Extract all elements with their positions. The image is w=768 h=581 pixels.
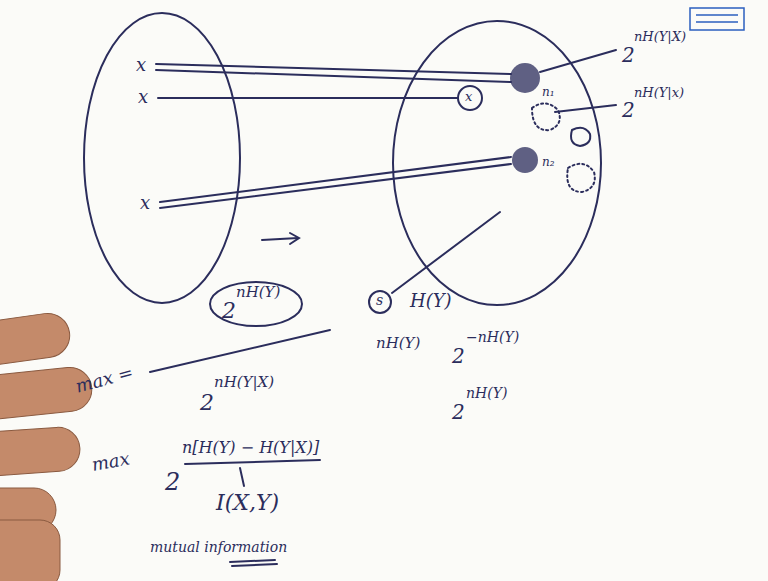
point-mark: x bbox=[140, 194, 150, 212]
exponent: −nH(Y) bbox=[466, 330, 519, 344]
exponent: nH(Y|X) bbox=[214, 375, 274, 390]
entropy-label: H(Y) bbox=[410, 292, 452, 310]
base-two: 2 bbox=[165, 470, 180, 494]
exponent: nH(Y|x) bbox=[634, 86, 684, 99]
formula-term: nH(Y) bbox=[376, 336, 420, 351]
base-two: 2 bbox=[222, 300, 236, 322]
note-text: mutual information bbox=[150, 540, 287, 554]
exponent: nH(Y) bbox=[236, 285, 280, 300]
blob-label: n₂ bbox=[542, 156, 555, 168]
point-mark: x bbox=[136, 56, 146, 74]
formula-word: max bbox=[90, 450, 131, 474]
blob-label: n₁ bbox=[542, 86, 555, 98]
exponent: nH(Y) bbox=[466, 386, 507, 400]
circle-label: s bbox=[376, 293, 383, 307]
base-two: 2 bbox=[200, 392, 214, 414]
mutual-information-symbol: I(X,Y) bbox=[216, 492, 279, 514]
base-two: 2 bbox=[452, 402, 465, 422]
exponent: n[H(Y) − H(Y|X)] bbox=[182, 440, 319, 456]
base-two: 2 bbox=[622, 100, 635, 120]
base-two: 2 bbox=[622, 45, 635, 65]
point-mark: x bbox=[138, 88, 148, 106]
formula-word: max = bbox=[74, 363, 135, 396]
circle-label: x bbox=[465, 90, 472, 103]
base-two: 2 bbox=[452, 346, 465, 366]
exponent: nH(Y|X) bbox=[634, 30, 686, 43]
